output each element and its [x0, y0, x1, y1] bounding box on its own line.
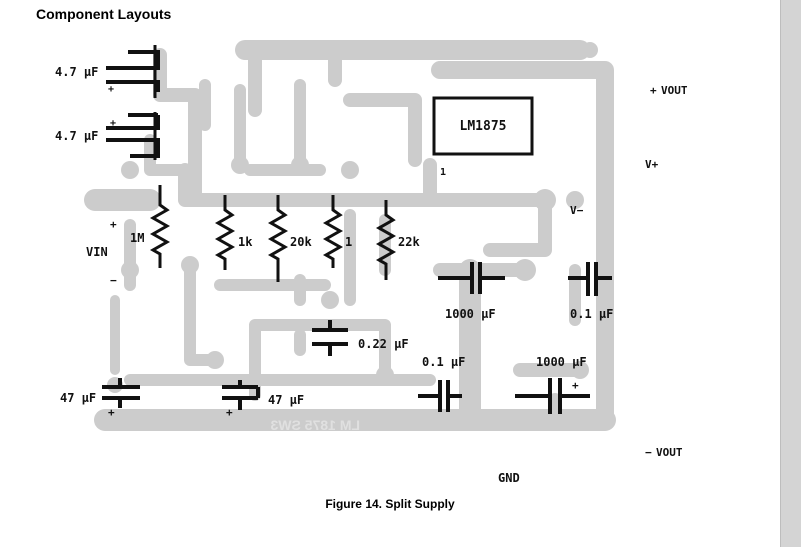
resistor-label-1: 1 [345, 235, 352, 249]
v-plus-label: V+ [645, 158, 659, 171]
cap-0-1uf-label-b: 0.1 µF [422, 355, 465, 369]
cap-47uf-label-a: 47 µF [60, 391, 96, 405]
capacitor-47uf-b [222, 380, 260, 410]
v-minus-label: V− [570, 204, 584, 217]
vertical-scrollbar[interactable] [780, 0, 801, 547]
cap-0-22uf-label: 0.22 µF [358, 337, 409, 351]
capacitor-4-7uf-b [106, 112, 160, 160]
capacitor-1000uf-a [438, 262, 505, 294]
polarity-plus-2: + [110, 118, 116, 129]
resistor-1 [322, 195, 344, 268]
cap-4-7uf-label-b: 4.7 µF [55, 129, 98, 143]
vout-neg-sign: − [645, 446, 652, 459]
section-title: Component Layouts [36, 6, 172, 22]
vin-label: VIN [86, 245, 108, 259]
vout-pos-sign: + [650, 84, 657, 97]
vin-minus: − [110, 274, 117, 287]
gnd-label: GND [498, 471, 520, 485]
pcb-layout-diagram: LM 1875 SW3 LM1875 1 + 4.7 µF + 4.7 µF [55, 40, 688, 485]
resistor-label-22k: 22k [398, 235, 420, 249]
pin-1-label: 1 [440, 167, 446, 178]
polarity-plus-1: + [108, 84, 114, 95]
vin-plus: + [110, 218, 117, 231]
cap-47uf-label-b: 47 µF [268, 393, 304, 407]
figure-caption: Figure 14. Split Supply [325, 497, 455, 511]
lm1875-chip: LM1875 1 [432, 96, 534, 178]
vout-pos-label: VOUT [661, 84, 688, 97]
cap-1000uf-label-a: 1000 µF [445, 307, 496, 321]
polarity-plus-4: + [108, 406, 115, 419]
resistor-1k [214, 195, 236, 270]
cap-1000uf-label-b: 1000 µF [536, 355, 587, 369]
chip-label: LM1875 [460, 119, 507, 134]
vout-neg-label: VOUT [656, 446, 683, 459]
document-page: Component Layouts [36, 6, 688, 511]
resistor-22k [375, 200, 397, 280]
pcb-pads [90, 42, 598, 393]
resistor-label-1k: 1k [238, 235, 253, 249]
resistor-label-1m: 1M [130, 231, 144, 245]
resistor-1m [149, 185, 171, 268]
polarity-plus-3: + [572, 379, 579, 392]
capacitor-0-1uf-b [418, 380, 462, 412]
resistor-label-20k: 20k [290, 235, 312, 249]
capacitor-0-1uf-a [568, 262, 612, 296]
capacitor-4-7uf-a [106, 45, 160, 98]
resistor-20k [267, 195, 289, 282]
cap-0-1uf-label-a: 0.1 µF [570, 307, 613, 321]
capacitor-1000uf-b [515, 378, 590, 414]
polarity-plus-5: + [226, 406, 233, 419]
capacitor-0-22uf [312, 320, 348, 356]
pcb-traces [84, 40, 616, 431]
mirrored-silkscreen: LM 1875 SW3 [270, 417, 360, 433]
cap-4-7uf-label-a: 4.7 µF [55, 65, 98, 79]
capacitor-47uf-a [102, 378, 140, 408]
